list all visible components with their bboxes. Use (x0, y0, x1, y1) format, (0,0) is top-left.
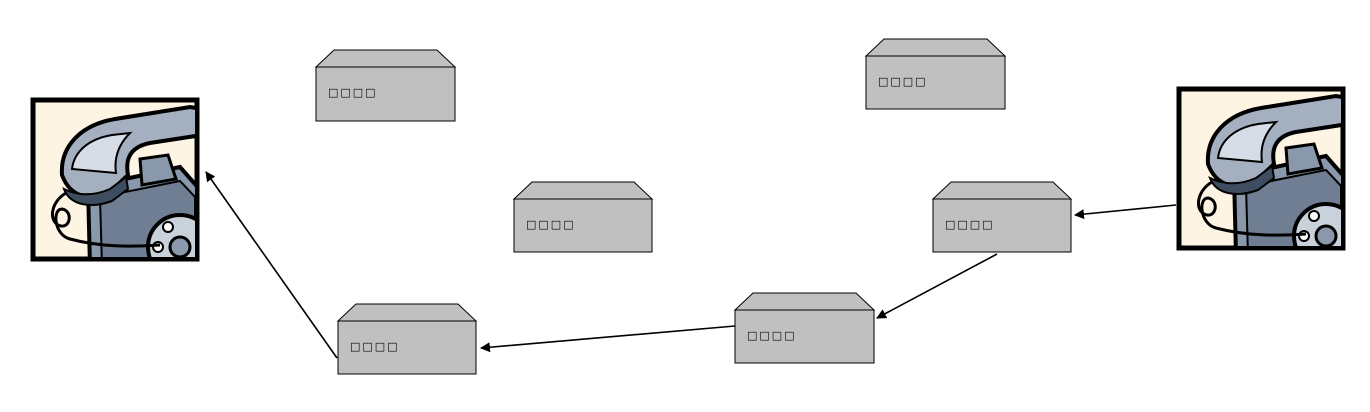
node-3: □□□□ (512, 181, 654, 253)
arrow-phone-right-to-node-4 (1074, 204, 1177, 220)
node-label: □□□□ (526, 218, 576, 231)
arrow-node-4-to-node-5 (876, 253, 998, 319)
node-label: □□□□ (945, 218, 995, 231)
node-label: □□□□ (747, 329, 797, 342)
node-label: □□□□ (350, 340, 400, 353)
node-4: □□□□ (931, 181, 1073, 253)
telephone-right (1179, 89, 1358, 268)
telephone-left (33, 100, 212, 279)
connector-layer (205, 171, 1177, 359)
node-6: □□□□ (336, 303, 478, 375)
node-2: □□□□ (864, 38, 1007, 110)
arrow-node-5-to-node-6 (480, 325, 736, 353)
arrow-node-6-to-phone-left (205, 171, 338, 359)
node-label: □□□□ (878, 75, 928, 88)
node-1: □□□□ (314, 49, 457, 122)
node-label: □□□□ (328, 86, 378, 99)
telephone-icon (1179, 89, 1358, 268)
telephone-icon (33, 100, 212, 279)
node-5: □□□□ (733, 292, 876, 364)
